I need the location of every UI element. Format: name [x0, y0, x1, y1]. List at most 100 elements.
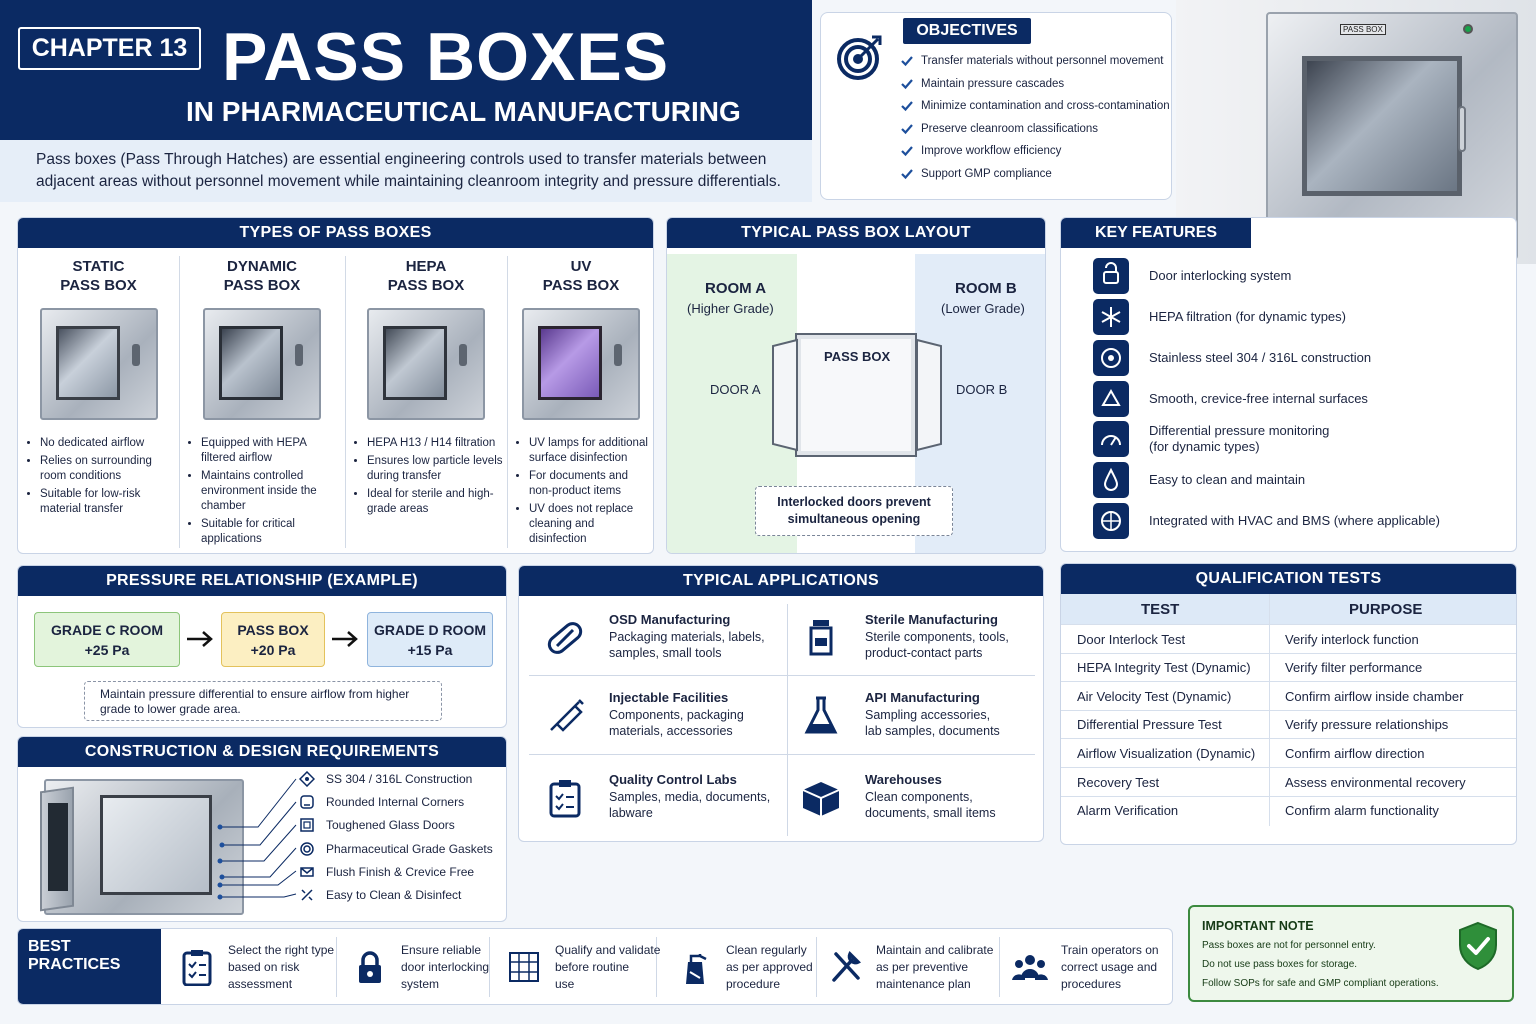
check-icon	[901, 78, 913, 90]
pressure-box-name: GRADE D ROOM	[374, 622, 486, 638]
feature-line-1: Door interlocking system	[1149, 268, 1292, 283]
pressure-box: PASS BOX +20 Pa	[221, 612, 325, 667]
arrow-right-icon	[186, 628, 214, 655]
feature-text: Stainless steel 304 / 316L construction	[1149, 350, 1371, 366]
construction-text: Flush Finish & Crevice Free	[326, 864, 475, 879]
spray-icon	[676, 948, 714, 986]
best-practice-line: door interlocking	[401, 959, 490, 974]
type-title-line-1: STATIC	[72, 258, 125, 275]
pressure-box-name: PASS BOX	[237, 622, 309, 638]
check-icon	[901, 100, 913, 112]
objective-item: Preserve cleanroom classifications	[901, 123, 1098, 135]
note-item: Pass boxes are not for personnel entry.	[1202, 940, 1376, 951]
best-practice-line: system	[401, 976, 440, 991]
construction-panel: CONSTRUCTION & DESIGN REQUIREMENTS SS 30…	[17, 736, 507, 922]
intro-line-1: Pass boxes (Pass Through Hatches) are es…	[36, 151, 767, 168]
room-a-grade: (Higher Grade)	[687, 301, 774, 316]
construction-item: Flush Finish & Crevice Free	[299, 864, 474, 880]
gasket-icon	[299, 841, 315, 857]
best-practice-divider	[656, 937, 657, 997]
type-bullets: UV lamps for additional surface disinfec…	[515, 436, 653, 550]
note-item: Do not use pass boxes for storage.	[1202, 959, 1358, 970]
feature-item: HEPA filtration (for dynamic types)	[1093, 299, 1346, 335]
check-icon	[901, 123, 913, 135]
box-icon	[799, 776, 843, 820]
application-title: Sterile Manufacturing	[865, 612, 998, 627]
gauge-icon	[1093, 421, 1129, 457]
room-a-label: ROOM A	[705, 280, 767, 297]
application-line-1: Sterile components, tools,	[865, 630, 1009, 644]
best-practice-divider	[999, 937, 1000, 997]
best-practice-line: before routine	[555, 959, 630, 974]
test-cell: Air Velocity Test (Dynamic)	[1077, 688, 1232, 704]
type-box-window	[55, 326, 120, 400]
construction-item: Easy to Clean & Disinfect	[299, 887, 461, 903]
feature-text: Differential pressure monitoring(for dyn…	[1149, 423, 1329, 455]
feature-item: Integrated with HVAC and BMS (where appl…	[1093, 503, 1440, 539]
type-box-window	[219, 326, 283, 400]
door-a-label: DOOR A	[710, 382, 761, 397]
best-practices-title: BEST PRACTICES	[18, 929, 161, 1004]
objectives-card: OBJECTIVES Transfer materials without pe…	[820, 12, 1172, 200]
type-bullet: UV does not replace cleaning and disinfe…	[529, 502, 653, 547]
type-box-control	[131, 344, 140, 366]
construction-door-window	[48, 803, 68, 891]
header-banner	[0, 0, 812, 140]
objective-text: Transfer materials without personnel mov…	[921, 55, 1164, 67]
best-practice-line: as per preventive	[876, 959, 969, 974]
application-line-1: Clean components,	[865, 790, 973, 804]
chapter-badge: CHAPTER 13	[18, 27, 201, 70]
lock-icon	[351, 948, 389, 986]
best-practice-line: Maintain and calibrate	[876, 942, 994, 957]
type-bullets: Equipped with HEPA filtered airflowMaint…	[187, 436, 343, 550]
application-line-2: lab samples, documents	[865, 724, 1000, 738]
application-line-1: Sampling accessories,	[865, 708, 991, 722]
interlock-note-line-1: Interlocked doors prevent	[777, 495, 931, 509]
steel-icon	[1093, 340, 1129, 376]
construction-chamber	[100, 795, 212, 895]
test-cell: Recovery Test	[1077, 774, 1160, 790]
application-line-2: product-contact parts	[865, 646, 983, 660]
target-icon	[837, 35, 882, 80]
type-bullets: HEPA H13 / H14 filtrationEnsures low par…	[353, 436, 505, 520]
type-title-line-1: HEPA	[405, 258, 447, 275]
construction-text: Pharmaceutical Grade Gaskets	[326, 841, 493, 856]
objective-item: Minimize contamination and cross-contami…	[901, 100, 1170, 112]
qualification-title: QUALIFICATION TESTS	[1061, 564, 1516, 594]
application-title: Warehouses	[865, 772, 942, 787]
type-box-control	[614, 344, 622, 366]
construction-text: Toughened Glass Doors	[326, 818, 455, 833]
tools-icon	[826, 948, 864, 986]
best-practice-divider	[336, 937, 337, 997]
type-bullet: Ensures low particle levels during trans…	[367, 454, 505, 484]
best-practice-line: based on risk	[228, 959, 300, 974]
application-title: API Manufacturing	[865, 690, 980, 705]
pressure-box-value: +20 Pa	[250, 642, 296, 658]
check-icon	[901, 145, 913, 157]
layout-panel: TYPICAL PASS BOX LAYOUT ROOM A (Higher G…	[666, 217, 1046, 554]
pass-box-label: PASS BOX	[824, 349, 891, 364]
vial-icon	[799, 616, 843, 660]
construction-item: SS 304 / 316L Construction	[298, 770, 472, 788]
people-icon	[1011, 948, 1049, 986]
type-bullet: Maintains controlled environment inside …	[201, 469, 343, 514]
check-icon	[901, 168, 913, 180]
hero-box-window	[1302, 56, 1462, 196]
feature-item: Smooth, crevice-free internal surfaces	[1093, 381, 1368, 417]
type-box-control	[295, 344, 303, 366]
best-practice-line: assessment	[228, 976, 293, 991]
